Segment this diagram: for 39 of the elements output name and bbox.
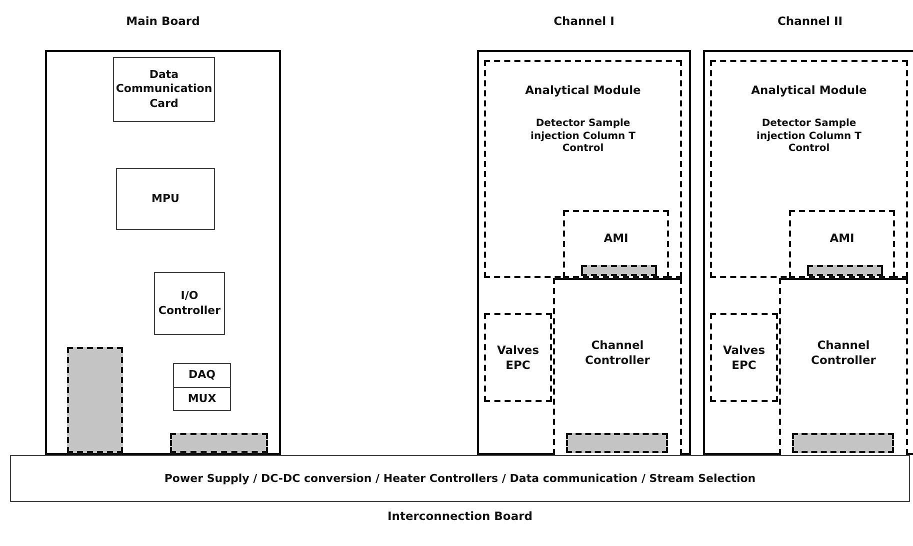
component-label: Channel Controller xyxy=(810,338,877,368)
connector-bar xyxy=(581,265,657,276)
connector-bar xyxy=(170,433,268,453)
component-label: MPU xyxy=(152,192,180,206)
board-title: Main Board xyxy=(125,14,201,29)
connector-bar xyxy=(67,347,123,453)
component-box xyxy=(154,272,225,335)
component-label: Valves EPC xyxy=(496,342,540,372)
board-title: Channel I xyxy=(552,14,616,29)
controller-box xyxy=(553,278,682,455)
connector-bar xyxy=(807,265,883,276)
component-box xyxy=(173,387,231,411)
component-label: DAQ xyxy=(188,368,216,383)
module-box xyxy=(710,313,778,402)
module-box xyxy=(710,60,908,278)
board-title: Channel II xyxy=(776,14,844,29)
function-list: Detector Sample injection Column T Control xyxy=(712,118,906,156)
component-label: MUX xyxy=(188,392,216,406)
module-box xyxy=(484,313,552,402)
function-list: Detector Sample injection Column T Control xyxy=(486,118,680,156)
module-box xyxy=(484,60,682,278)
component-label: Channel Controller xyxy=(584,338,651,368)
component-label: Data Communication Card xyxy=(114,68,214,111)
component-label: Analytical Module xyxy=(750,83,868,98)
connector-bar xyxy=(566,433,668,453)
connector-bar xyxy=(792,433,894,453)
module-box xyxy=(789,210,895,278)
component-box xyxy=(173,363,231,388)
controller-box xyxy=(779,278,908,455)
component-box xyxy=(116,168,215,230)
component-label: I/O Controller xyxy=(157,289,222,318)
component-box xyxy=(113,57,215,122)
component-label: AMI xyxy=(602,231,630,246)
module-box xyxy=(563,210,669,278)
component-label: AMI xyxy=(828,231,856,246)
component-label: Power Supply / DC-DC conversion / Heater Controllers / Data communication / Stream Selection xyxy=(163,471,757,486)
component-label: Valves EPC xyxy=(722,342,766,372)
component-label: Analytical Module xyxy=(524,83,642,98)
board-title: Interconnection Board xyxy=(386,509,534,524)
